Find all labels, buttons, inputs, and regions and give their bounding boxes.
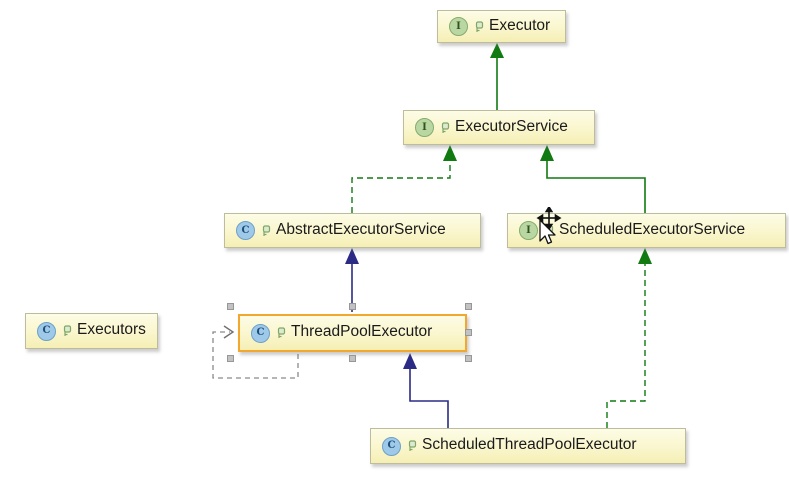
selection-handle-top-left[interactable] [227, 303, 234, 310]
interface-icon: I [519, 221, 538, 240]
key-icon [63, 325, 72, 336]
node-label: Executor [489, 16, 551, 34]
node-executor-service[interactable]: I ExecutorService [403, 110, 595, 145]
class-icon: C [236, 221, 255, 240]
class-icon: C [382, 436, 401, 456]
key-icon [262, 224, 271, 236]
key-icon [545, 224, 554, 236]
node-scheduled-thread-pool-executor[interactable]: C ScheduledThreadPoolExecutor [370, 428, 686, 464]
node-label: ScheduledThreadPoolExecutor [422, 436, 637, 453]
node-label: ExecutorService [455, 117, 568, 135]
node-thread-pool-executor[interactable]: C ThreadPoolExecutor [238, 314, 467, 352]
node-label: ThreadPoolExecutor [291, 323, 433, 340]
edge-abstractexecutorservice-implements-executorservice[interactable] [351, 145, 457, 213]
key-icon [475, 20, 484, 32]
node-executors[interactable]: C Executors [25, 313, 158, 349]
selection-handle-right-center[interactable] [465, 329, 472, 336]
edge-scheduledthreadpoolexecutor-extends-threadpoolexecutor[interactable] [403, 353, 449, 428]
selection-handle-top-right[interactable] [465, 303, 472, 310]
key-icon [277, 327, 286, 338]
node-label: AbstractExecutorService [276, 220, 446, 238]
key-icon [408, 440, 417, 451]
class-icon: C [251, 323, 270, 343]
edge-executorservice-extends-executor[interactable] [490, 43, 504, 110]
edge-scheduledexecutorservice-extends-executorservice[interactable] [540, 145, 646, 213]
class-icon: C [37, 321, 56, 341]
key-icon [441, 121, 450, 133]
node-label: ScheduledExecutorService [559, 220, 746, 238]
interface-icon: I [415, 118, 434, 137]
node-scheduled-executor-service[interactable]: I ScheduledExecutorService [507, 213, 786, 248]
node-abstract-executor-service[interactable]: C AbstractExecutorService [224, 213, 481, 248]
edge-scheduledthreadpoolexecutor-implements-scheduledexecutorservice[interactable] [606, 248, 652, 428]
selection-handle-top-center[interactable] [349, 303, 356, 310]
selection-handle-bottom-center[interactable] [349, 355, 356, 362]
node-executor[interactable]: I Executor [437, 10, 566, 43]
node-label: Executors [77, 321, 146, 338]
selection-handle-bottom-right[interactable] [465, 355, 472, 362]
interface-icon: I [449, 17, 468, 36]
selection-handle-bottom-left[interactable] [227, 355, 234, 362]
